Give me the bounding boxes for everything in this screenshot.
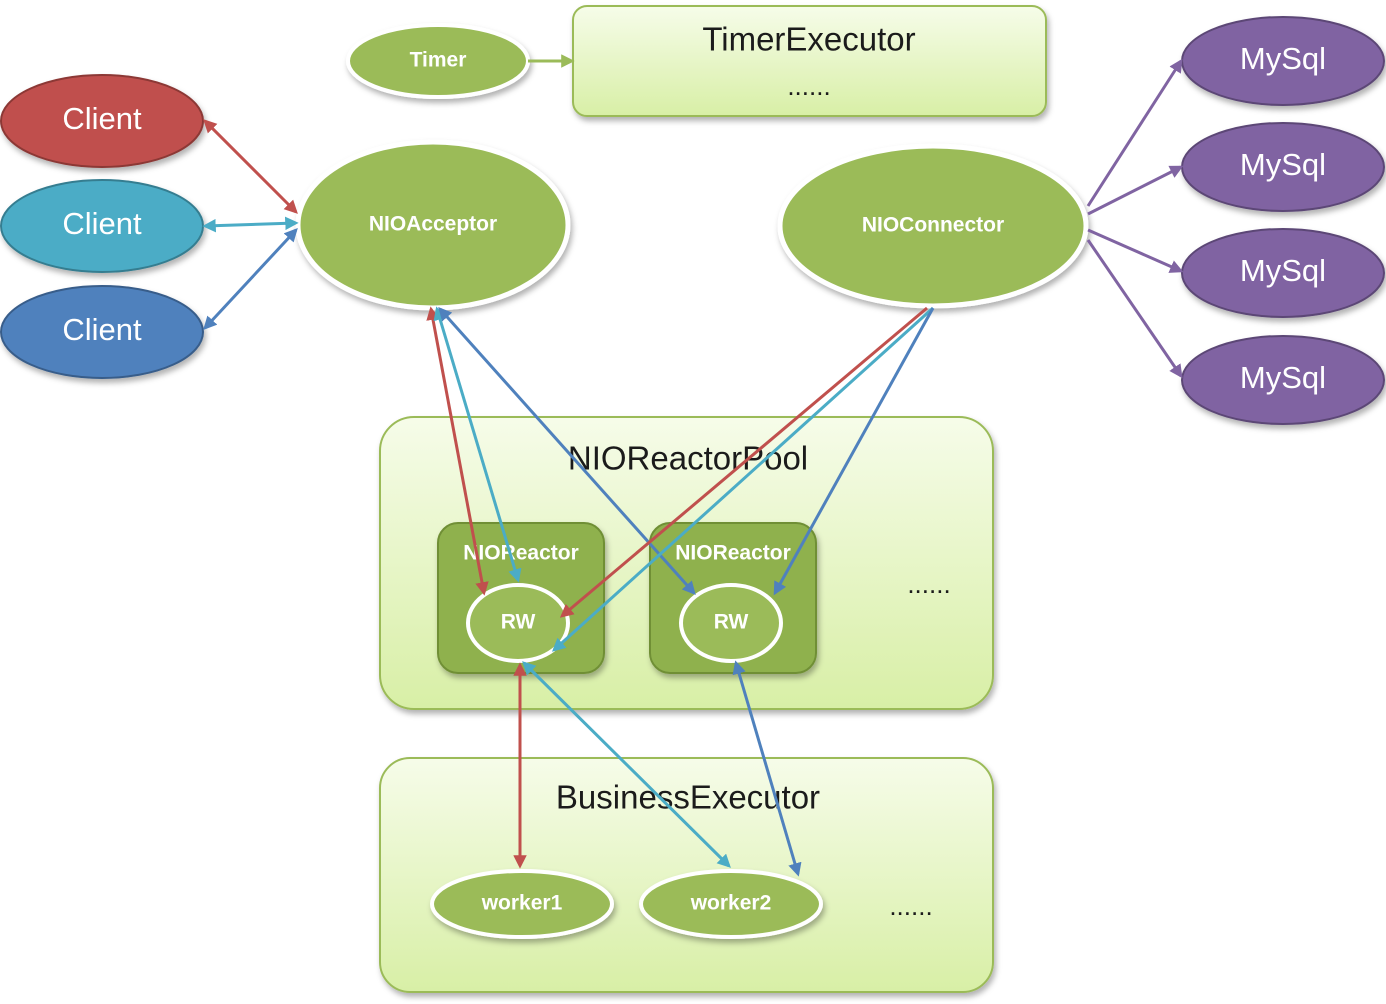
arrow-connector-mysql-3 bbox=[1087, 228, 1184, 273]
worker-node-1: worker1 bbox=[430, 869, 614, 939]
nio-reactor-1: NIOReactor RW bbox=[437, 522, 605, 674]
mysql-node-4: MySql bbox=[1181, 335, 1385, 425]
reactor-pool-title: NIOReactorPool bbox=[568, 440, 808, 477]
mysql-label-2: MySql bbox=[1240, 147, 1326, 182]
timer-node: Timer bbox=[346, 23, 530, 99]
worker-1-label: worker1 bbox=[481, 892, 563, 915]
timer-executor-box: TimerExecutor ...... bbox=[572, 5, 1047, 117]
arrow-connector-mysql-4 bbox=[1086, 239, 1183, 379]
timer-label: Timer bbox=[410, 49, 467, 72]
nio-acceptor-label: NIOAcceptor bbox=[369, 213, 497, 236]
client-label-3: Client bbox=[62, 312, 142, 347]
nio-acceptor-node: NIOAcceptor bbox=[295, 139, 571, 311]
arrow-client-blue-acceptor bbox=[203, 228, 298, 330]
nio-connector-node: NIOConnector bbox=[777, 143, 1089, 309]
mysql-node-2: MySql bbox=[1181, 122, 1385, 212]
timer-executor-more: ...... bbox=[787, 71, 830, 101]
client-label-1: Client bbox=[62, 101, 142, 136]
arrow-connector-rw1-teal bbox=[551, 306, 935, 652]
mysql-node-1: MySql bbox=[1181, 16, 1385, 106]
arrow-connector-rw1-red bbox=[559, 306, 928, 618]
worker-2-label: worker2 bbox=[690, 892, 772, 915]
arrow-acceptor-rw2-blue bbox=[438, 306, 696, 596]
nio-connector-label: NIOConnector bbox=[862, 214, 1004, 237]
mysql-node-3: MySql bbox=[1181, 228, 1385, 318]
mysql-label-3: MySql bbox=[1240, 253, 1326, 288]
reactor-pool-more: ...... bbox=[907, 569, 950, 599]
arrow-connector-rw2-blue bbox=[773, 307, 935, 596]
business-executor-more: ...... bbox=[889, 891, 932, 921]
arrow-client-red-acceptor bbox=[203, 119, 298, 214]
nio-reactor-2-label: NIOReactor bbox=[675, 542, 791, 565]
mysql-label-4: MySql bbox=[1240, 360, 1326, 395]
client-label-2: Client bbox=[62, 206, 142, 241]
nio-reactor-2: NIOReactor RW bbox=[649, 522, 817, 674]
rw-2-label: RW bbox=[714, 611, 749, 634]
client-node-red: Client bbox=[0, 74, 204, 168]
mysql-label-1: MySql bbox=[1240, 41, 1326, 76]
arrow-client-teal-acceptor bbox=[202, 216, 299, 233]
worker-node-2: worker2 bbox=[639, 869, 823, 939]
arrow-connector-mysql-2 bbox=[1087, 165, 1184, 216]
rw-1-label: RW bbox=[501, 611, 536, 634]
nio-reactor-1-label: NIOReactor bbox=[463, 542, 579, 565]
arrow-rw1-worker2-teal bbox=[522, 661, 731, 868]
client-node-teal: Client bbox=[0, 179, 204, 273]
timer-executor-title: TimerExecutor bbox=[702, 21, 915, 58]
arrow-connector-mysql-1 bbox=[1086, 58, 1183, 207]
client-node-blue: Client bbox=[0, 285, 204, 379]
connectors bbox=[202, 54, 1184, 877]
arrow-rw2-worker2-blue bbox=[732, 660, 802, 877]
